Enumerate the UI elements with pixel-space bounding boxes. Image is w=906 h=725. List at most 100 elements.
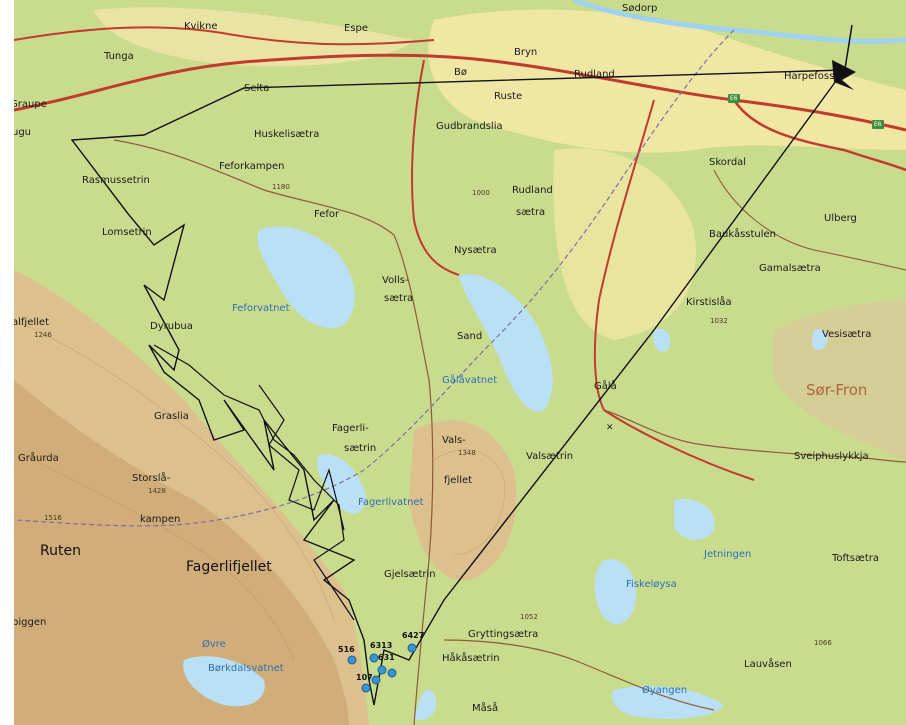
marker-label-6313: 6313: [370, 641, 393, 650]
label-rasmussetrin: Rasmussetrin: [82, 175, 150, 186]
label-fjellet: fjellet: [444, 475, 473, 486]
label-espe: Espe: [344, 23, 369, 34]
label-hakasaetrin: Håkåsætrin: [442, 653, 500, 664]
label-graupe: Graupe: [14, 99, 47, 110]
high-mountain-ruten: [14, 380, 349, 725]
label-kirstislaa: Kirstislåa: [686, 297, 732, 308]
label-bo: Bø: [454, 67, 467, 78]
label-huskelisaetra: Huskelisætra: [254, 129, 320, 140]
label-gudbrandslia: Gudbrandslia: [436, 121, 503, 132]
label-vals: Vals-: [442, 435, 466, 446]
label-fagerli: Fagerli-: [332, 423, 369, 434]
contour-1: [14, 319, 335, 621]
topographic-map[interactable]: ✕ Kvikne Espe Sødorp Tunga Bryn Bø Rudla…: [14, 0, 906, 725]
marker-pin-6427[interactable]: [407, 643, 417, 653]
label-baukasstulen: Baukåsstulen: [709, 229, 777, 240]
label-skordal: Skordal: [709, 157, 747, 168]
oyangen-lake: [611, 685, 724, 719]
cross-symbol: ✕: [606, 423, 614, 433]
label-kvikne: Kvikne: [184, 21, 218, 32]
label-gala: Gålå: [594, 381, 617, 392]
label-masa: Måså: [472, 703, 499, 714]
elev-1066: 1066: [814, 639, 832, 647]
label-piggen: piggen: [14, 617, 47, 628]
elev-1246: 1246: [34, 331, 52, 339]
label-gjelsaetrin: Gjelsætrin: [384, 569, 436, 580]
galavatnet-lake: [459, 274, 553, 412]
label-volls-saetra: sætra: [384, 293, 414, 304]
label-bryn: Bryn: [514, 47, 538, 58]
label-nysaetra: Nysætra: [454, 245, 497, 256]
label-ruten: Ruten: [40, 543, 81, 559]
jetningen-lake: [674, 499, 715, 540]
mountain-area-east: [774, 300, 906, 460]
marker-pin-631b[interactable]: [387, 668, 397, 678]
marker-label-6427: 6427: [402, 631, 425, 640]
marker-label-631: 631: [378, 653, 395, 662]
label-kampen: kampen: [140, 514, 181, 525]
farmland-rudland: [553, 148, 696, 340]
river-lagen: [573, 0, 906, 44]
label-gryttingsaetra: Gryttingsætra: [468, 629, 539, 640]
marker-pin-516[interactable]: [347, 655, 357, 665]
label-sodorp: Sødorp: [622, 3, 658, 14]
label-lomsetrin: Lomsetrin: [102, 227, 152, 238]
label-ulberg: Ulberg: [824, 213, 857, 224]
label-feforvatnet: Feforvatnet: [232, 303, 290, 314]
gps-track-2: [153, 344, 355, 621]
road-gala: [411, 59, 460, 276]
road-minor-2: [603, 409, 906, 463]
small-lake-2: [811, 329, 828, 351]
label-sor-fron: Sør-Fron: [806, 381, 868, 399]
elev-1180: 1180: [272, 183, 290, 191]
label-borkdalsvatnet: Børkdalsvatnet: [208, 663, 284, 674]
label-dyrubua: Dyrubua: [150, 321, 193, 332]
label-selta: Selta: [244, 83, 270, 94]
label-storsla: Storslå-: [132, 473, 171, 484]
marker-pin-107[interactable]: [361, 683, 371, 693]
road-badge-e6: E6: [728, 94, 740, 103]
elev-1052: 1052: [520, 613, 538, 621]
label-vesisaetra: Vesisætra: [822, 329, 872, 340]
road-e6: [14, 53, 906, 132]
label-rudland-north: Rudland: [574, 69, 615, 80]
label-fefor: Fefor: [314, 209, 340, 220]
label-toftsaetra: Toftsætra: [832, 553, 879, 564]
label-graurda: Gråurda: [18, 453, 59, 464]
road-east: [593, 99, 755, 481]
elev-1348: 1348: [458, 449, 476, 457]
contour-2: [14, 449, 295, 661]
track-spike: [843, 24, 853, 76]
road-badge-e6-east: E6: [872, 120, 884, 129]
label-rudland: Rudland: [512, 185, 553, 196]
contour-3: [433, 449, 505, 556]
label-jetningen: Jetningen: [704, 549, 752, 560]
label-graslia: Graslia: [154, 411, 189, 422]
marker-label-516: 516: [338, 645, 355, 654]
feforvatnet-lake: [257, 226, 355, 329]
small-lake-1: [653, 328, 671, 352]
farmland-tunga: [94, 7, 414, 67]
road-minor-4: [713, 169, 906, 271]
label-volls: Volls-: [382, 275, 409, 286]
marker-pin-631[interactable]: [377, 665, 387, 675]
marker-pin-extra[interactable]: [371, 675, 381, 685]
label-feforkampen: Feforkampen: [219, 161, 285, 172]
map-graphics: ✕: [14, 0, 906, 725]
label-sveiphuslykkja: Sveiphuslykkja: [794, 451, 869, 462]
elev-1428: 1428: [148, 487, 166, 495]
small-lake-3: [414, 689, 437, 721]
elev-1032: 1032: [710, 317, 728, 325]
label-fagerli-saetrin: sætrin: [344, 443, 377, 454]
label-galavatnet: Gålåvatnet: [442, 375, 498, 386]
label-oyangen: Øyangen: [642, 685, 688, 696]
road-valley: [14, 26, 435, 46]
label-fiskeloysa: Fiskeløysa: [626, 579, 677, 590]
gps-track: [70, 69, 845, 706]
label-fagerlifjellet: Fagerlifjellet: [186, 559, 272, 575]
municipal-boundary: [14, 29, 735, 527]
marker-pin-6313[interactable]: [369, 653, 379, 663]
gps-track-3: [258, 384, 345, 531]
road-minor-3: [443, 639, 715, 711]
fiskeloysa-lake: [594, 559, 637, 625]
